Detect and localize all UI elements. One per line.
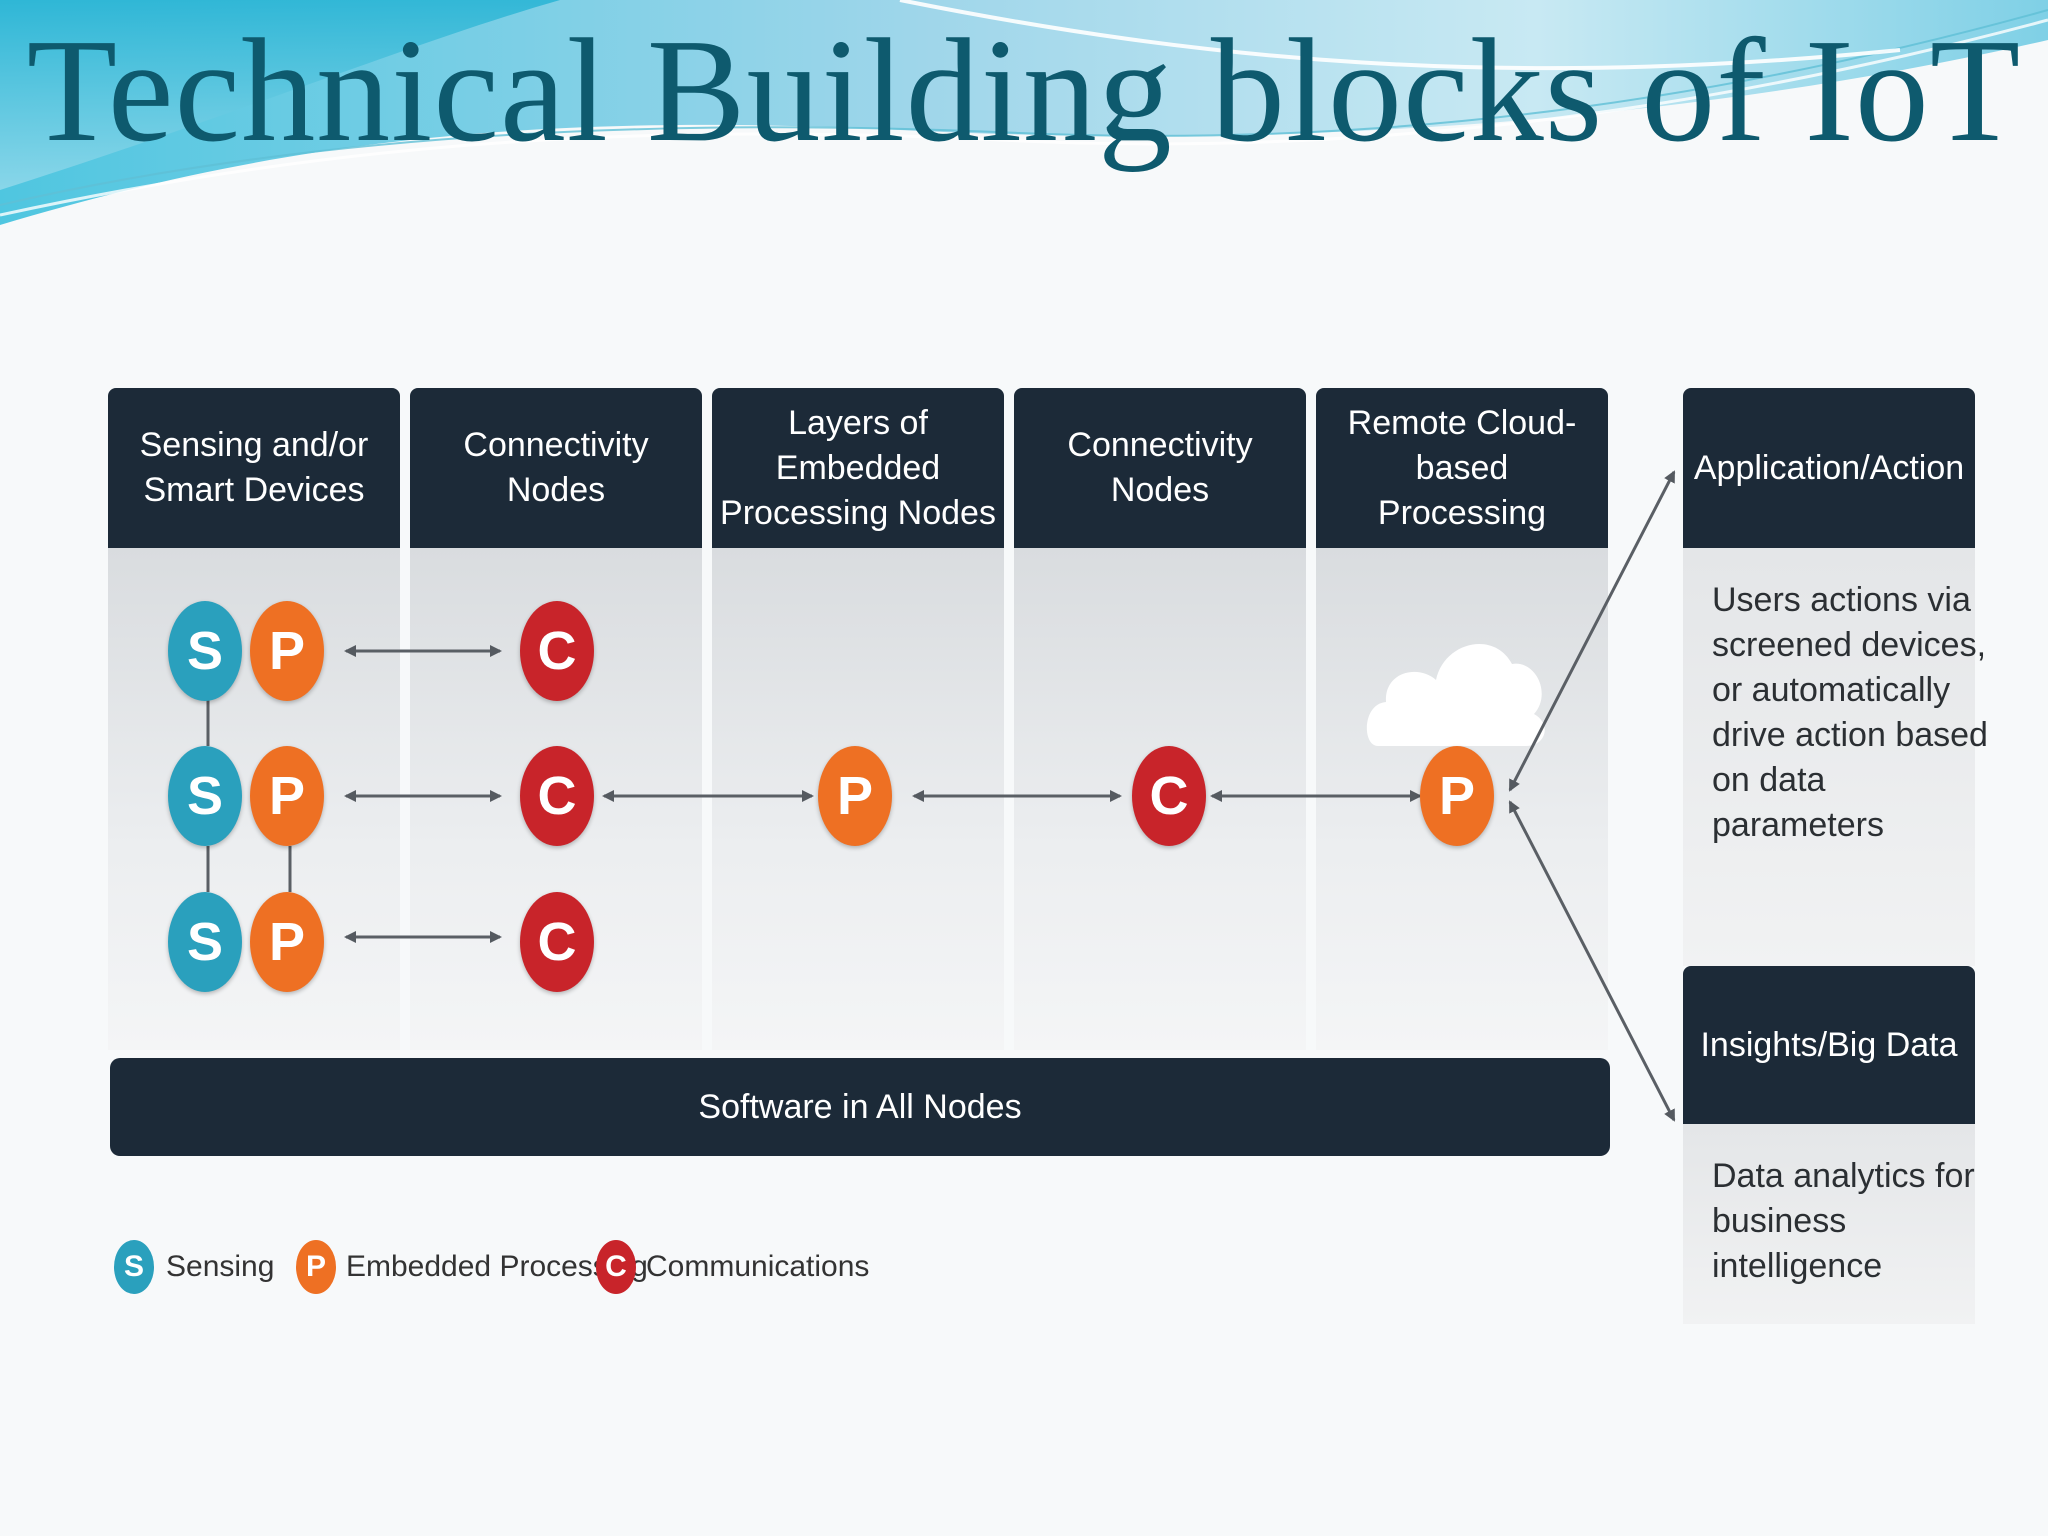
arrow-to-insights [1508,800,1676,1122]
sensing-node-2: S [168,746,242,846]
legend-sensing-label: Sensing [166,1250,275,1283]
header-embedded-processing: Layers of Embedded Processing Nodes [712,388,1004,548]
insights-panel [1683,1124,1975,1324]
header-application-action: Application/Action [1683,388,1975,548]
slide-title: Technical Building blocks of IoT [26,9,2022,173]
legend-sensing-icon: S [114,1240,154,1294]
embedded-processing-node: P [818,746,892,846]
arrow-to-application [1508,470,1676,792]
application-panel [1683,548,1975,966]
communications-node-4: C [1132,746,1206,846]
communications-node-3: C [520,892,594,992]
legend-processing-icon: P [296,1240,336,1294]
software-in-all-nodes-bar: Software in All Nodes [110,1058,1610,1156]
header-connectivity-nodes-2: Connectivity Nodes [1014,388,1306,548]
header-sensing-devices: Sensing and/or Smart Devices [108,388,400,548]
insights-description: Data analytics for business intelligence [1712,1157,1975,1285]
processing-node-2: P [250,746,324,846]
processing-node-1: P [250,601,324,701]
sensing-node-1: S [168,601,242,701]
cloud-icon [1366,643,1545,746]
legend-communications-label: Communications [646,1250,870,1283]
header-connectivity-nodes-1: Connectivity Nodes [410,388,702,548]
processing-node-3: P [250,892,324,992]
header-insights-big-data: Insights/Big Data [1683,966,1975,1124]
cloud-processing-node: P [1420,746,1494,846]
communications-node-1: C [520,601,594,701]
wave-decoration [0,0,2048,225]
legend-communications-icon: C [596,1240,636,1294]
application-description: Users actions via screened devices, or a… [1712,581,1988,844]
communications-node-2: C [520,746,594,846]
sensing-node-3: S [168,892,242,992]
